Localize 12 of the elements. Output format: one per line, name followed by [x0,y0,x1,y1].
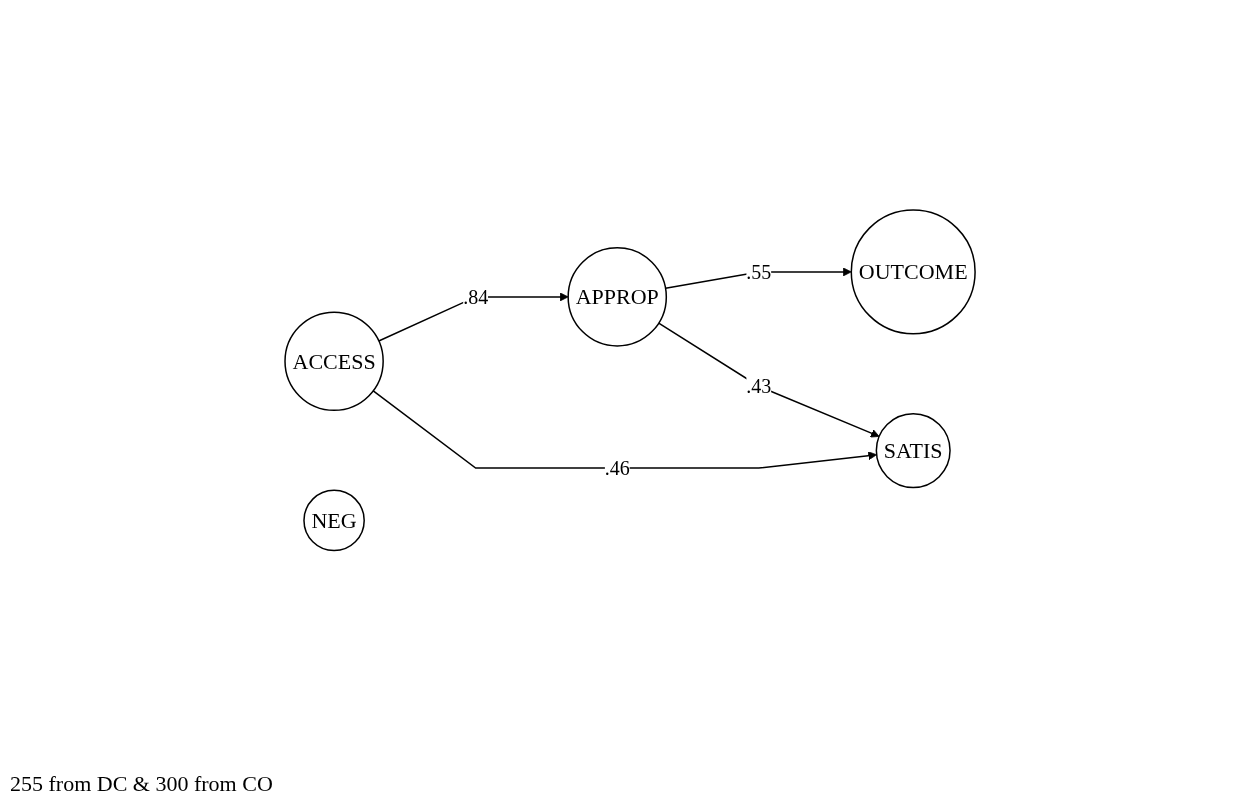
node-circle: NEG [303,489,365,551]
edge-label: .55 [746,260,772,283]
note-text: 255 from DC & 300 from CO [10,771,273,797]
edge-label: .43 [746,374,772,397]
node-circle: APPROP [567,246,667,347]
arrow [657,322,880,438]
node-circle: OUTCOME [850,208,976,335]
node-circle: ACCESS [284,311,384,411]
edge-label: .84 [463,285,489,308]
node-circle: SATIS [875,412,951,488]
edge-label: .46 [604,456,630,479]
arrow [372,389,877,469]
